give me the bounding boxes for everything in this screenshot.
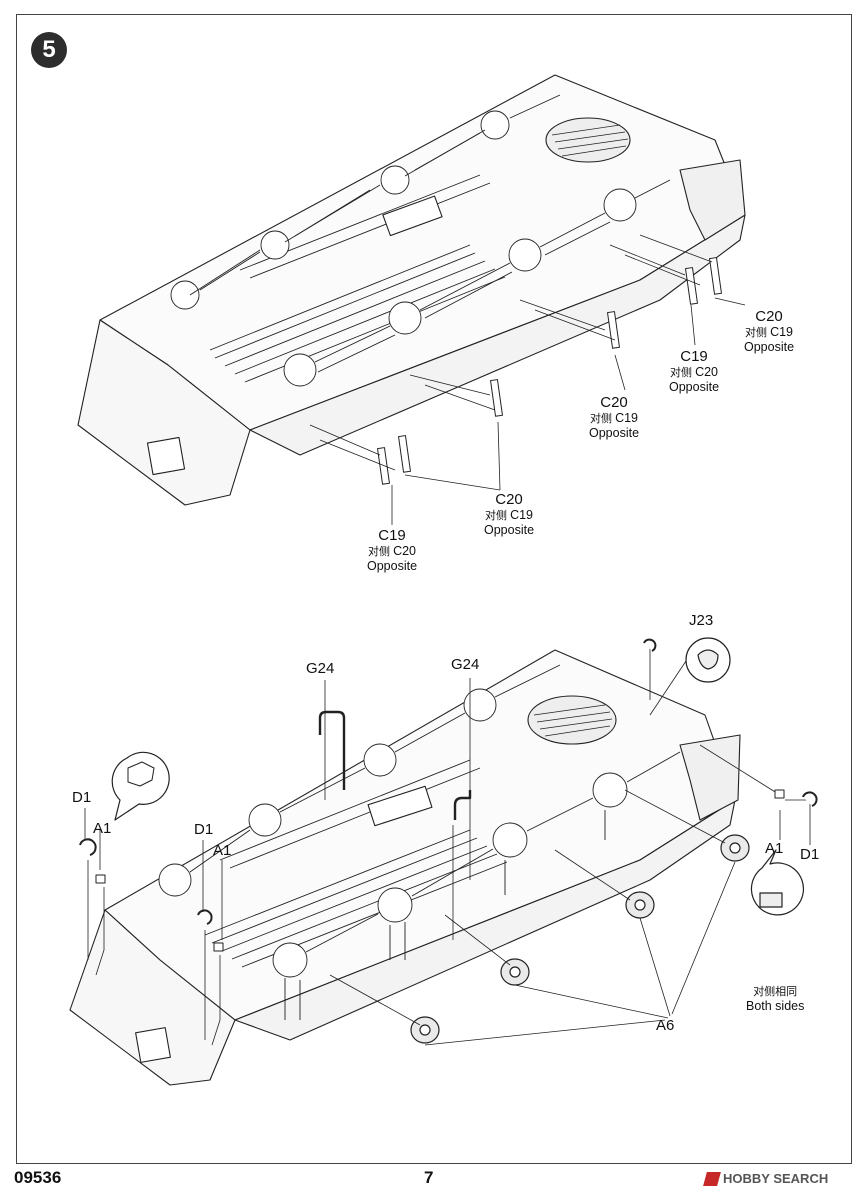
watermark-text: HOBBY SEARCH	[723, 1171, 829, 1186]
note-english: Opposite	[589, 426, 640, 440]
label-d1-left: D1	[72, 789, 92, 806]
label-a1-left: A1	[93, 820, 112, 837]
note-chinese: 对侧相同	[753, 986, 798, 998]
top-hull-drawing	[77, 74, 746, 525]
callout-c20-rear: C20 对侧 C19 Opposite	[744, 308, 794, 355]
product-code: 09536	[14, 1168, 62, 1187]
label-d1-right: D1	[800, 846, 820, 863]
part-number: C19	[680, 348, 708, 365]
label-a6: A6	[656, 1017, 675, 1034]
note-english: Opposite	[367, 559, 418, 573]
note-english: Opposite	[669, 380, 720, 394]
label-d1-middle: D1	[194, 821, 214, 838]
callout-c20-front: C20 对侧 C19 Opposite	[484, 491, 534, 538]
page-number: 7	[424, 1168, 434, 1187]
note-chinese: 对侧 C20	[368, 544, 417, 558]
callout-c19-front: C19 对侧 C20 Opposite	[367, 527, 417, 574]
step-number-badge: 5	[31, 32, 67, 68]
bottom-hull-drawing	[69, 637, 818, 1086]
label-g24-left: G24	[306, 660, 335, 677]
note-chinese: 对侧 C19	[590, 411, 639, 425]
note-english: Opposite	[744, 340, 795, 354]
note-chinese: 对侧 C20	[670, 365, 719, 379]
label-a1-right: A1	[765, 840, 784, 857]
label-a1-middle: A1	[213, 842, 232, 859]
note-both-sides: 对侧相同 Both sides	[746, 985, 804, 1014]
callout-c20-middle: C20 对侧 C19 Opposite	[589, 394, 639, 441]
note-english: Both sides	[746, 999, 805, 1013]
part-number: C20	[495, 491, 523, 508]
label-g24-right: G24	[451, 656, 480, 673]
callout-c19-rear: C19 对侧 C20 Opposite	[669, 348, 719, 395]
note-chinese: 对侧 C19	[745, 325, 794, 339]
note-english: Opposite	[484, 523, 535, 537]
label-j23: J23	[689, 612, 714, 629]
page-frame	[16, 14, 852, 1164]
part-number: C20	[600, 394, 628, 411]
watermark: HOBBY SEARCH	[703, 1171, 829, 1186]
part-number: C20	[755, 308, 783, 325]
watermark-logo-icon	[703, 1171, 721, 1186]
note-chinese: 对侧 C19	[485, 508, 534, 522]
part-number: C19	[378, 527, 406, 544]
